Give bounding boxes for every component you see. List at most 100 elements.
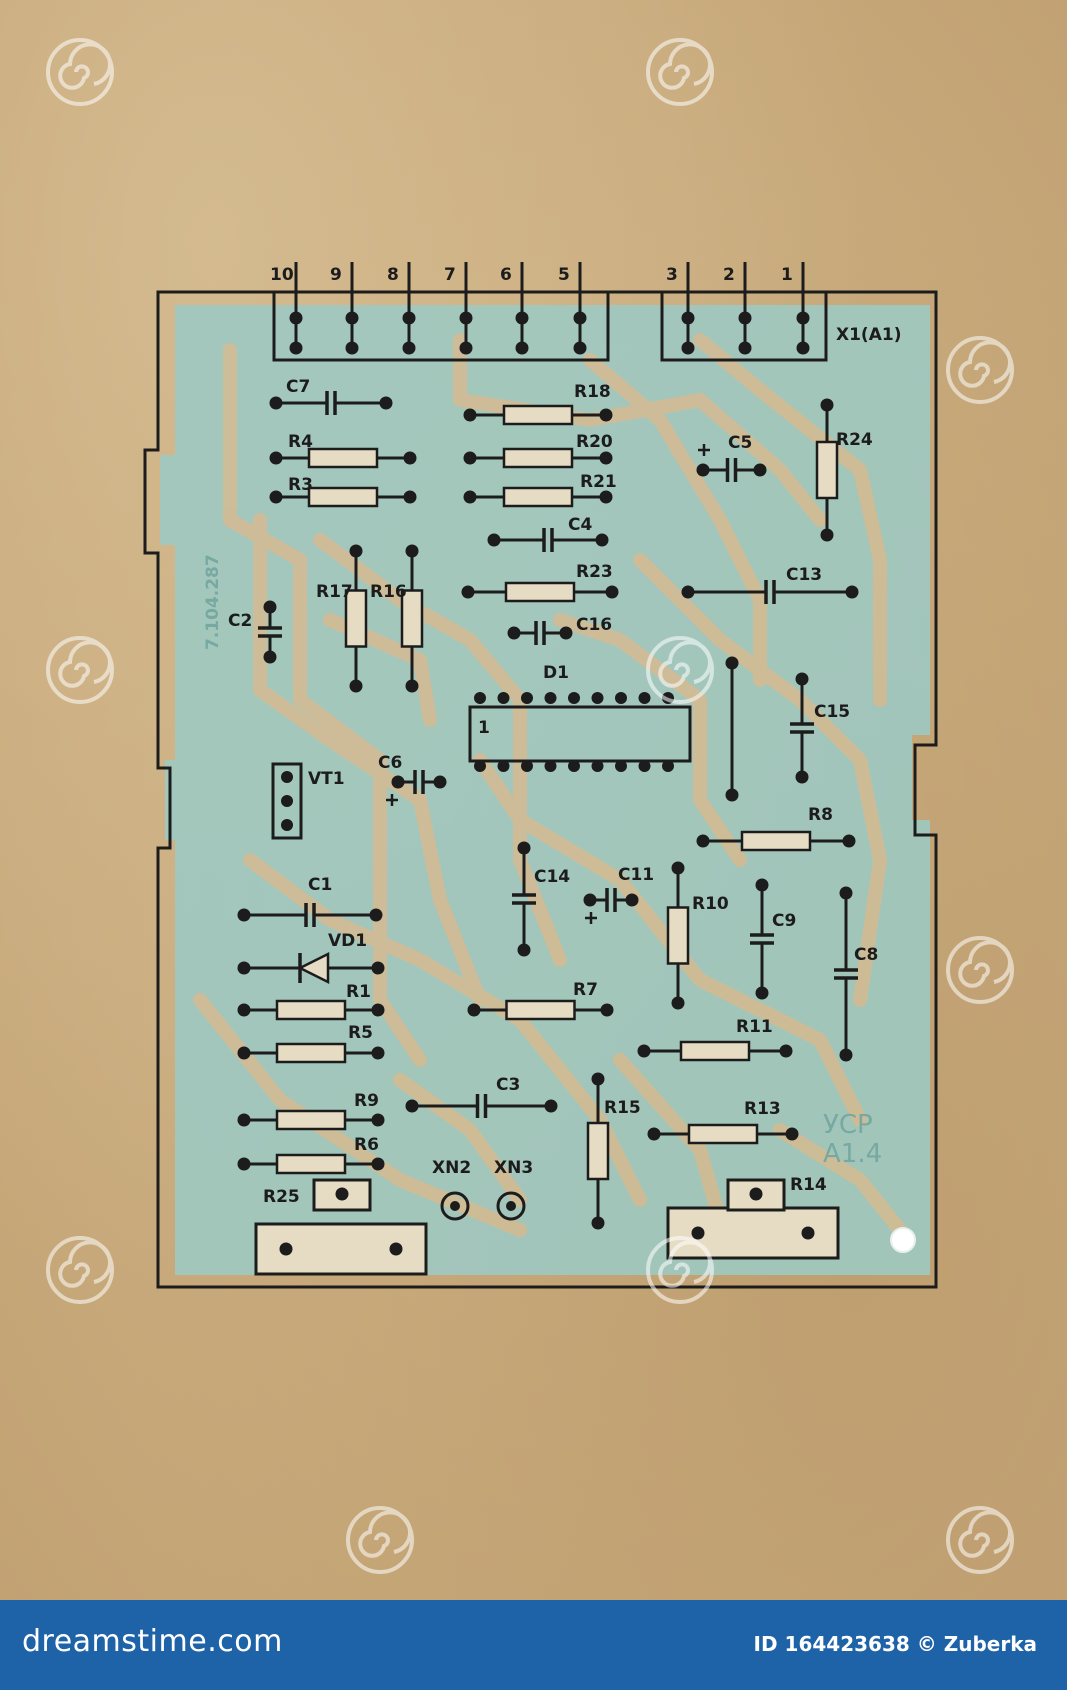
connector-pin-10: 10: [270, 262, 303, 355]
watermark-icon: [46, 38, 114, 106]
label-r6: R6: [354, 1135, 379, 1155]
connector-pin-label: 2: [723, 265, 735, 285]
pad: [638, 760, 651, 772]
pad: [405, 544, 419, 558]
resistor-r15: R15: [586, 1072, 641, 1230]
pad: [605, 585, 619, 599]
pad: [820, 528, 834, 542]
capacitor-c8: C8: [834, 886, 878, 1062]
pad: [795, 770, 809, 784]
capacitor-c1: C1: [237, 875, 383, 927]
connector-label: X1(A1): [836, 325, 901, 345]
pad: [371, 1113, 385, 1127]
connector-pin-label: 10: [270, 265, 294, 285]
resistor-r7: R7: [467, 980, 614, 1021]
capacitor-c6: C6: [378, 753, 447, 794]
pad: [796, 341, 810, 355]
board-mark-line1: УСР: [823, 1110, 873, 1140]
pad: [497, 692, 510, 704]
test-point-xn2: XN2: [432, 1158, 471, 1221]
footer-bar: dreamstime.com ID 164423638 © Zuberka: [0, 1600, 1067, 1690]
pad: [349, 544, 363, 558]
label-r8: R8: [808, 805, 833, 825]
pad: [615, 692, 627, 704]
resistor-body: [815, 440, 839, 500]
resistor-r10: R10: [666, 861, 729, 1010]
pad: [591, 760, 604, 772]
pad: [433, 775, 447, 789]
resistor-r20: R20: [463, 432, 613, 469]
resistor-body: [275, 999, 347, 1021]
label-c1: C1: [308, 875, 332, 895]
pad: [461, 585, 475, 599]
pad: [599, 408, 613, 422]
mounting-hole: [890, 1227, 916, 1253]
label-c4: C4: [568, 515, 592, 535]
pad: [681, 311, 695, 325]
connector-pin-label: 8: [387, 265, 399, 285]
board-code: 7.104.287: [203, 554, 223, 650]
watermark-swirl: [58, 640, 112, 688]
label-r14: R14: [790, 1175, 827, 1195]
footer-brand[interactable]: dreamstime.com: [22, 1624, 283, 1659]
pad: [515, 311, 529, 325]
pad: [281, 795, 293, 807]
test-point-ring: [496, 1191, 526, 1221]
pad: [662, 760, 674, 772]
pad: [796, 311, 810, 325]
pad: [345, 341, 359, 355]
pad: [696, 463, 710, 477]
pad: [681, 341, 695, 355]
pad: [785, 1127, 799, 1141]
pad: [345, 311, 359, 325]
pad: [568, 760, 580, 772]
connector-pin-6: 6: [500, 262, 529, 355]
diode-body: [297, 951, 330, 985]
resistor-body: [502, 447, 574, 469]
watermark-ring: [646, 636, 714, 704]
capacitor-c5: C5: [696, 433, 767, 482]
resistor-r24: R24: [815, 398, 873, 542]
pcb-board-outline: [143, 290, 938, 1289]
watermark-swirl: [958, 940, 1012, 988]
pad: [289, 311, 303, 325]
label-r21: R21: [580, 472, 617, 492]
watermark-swirl: [58, 1240, 112, 1288]
label-r23: R23: [576, 562, 613, 582]
pad: [671, 861, 685, 875]
pad: [289, 341, 303, 355]
capacitor-c13: C13: [681, 565, 859, 604]
pad: [820, 398, 834, 412]
resistor-body: [679, 1040, 751, 1062]
connector-block-main: [272, 290, 610, 362]
watermark-ring: [646, 1236, 714, 1304]
connector-pin-label: 6: [500, 265, 512, 285]
test-point-center: [506, 1201, 516, 1211]
watermark-ring: [646, 38, 714, 106]
pad: [237, 1003, 251, 1017]
pad: [263, 600, 277, 614]
resistor-body: [400, 589, 424, 648]
label-r4: R4: [288, 432, 313, 452]
pad: [738, 311, 752, 325]
capacitor-c4: C4: [487, 515, 609, 552]
resistor-r16: R16: [370, 544, 424, 693]
label-r7: R7: [573, 980, 598, 1000]
pad: [544, 692, 557, 704]
pad: [517, 841, 531, 855]
watermark-icon: [346, 1506, 414, 1574]
pad: [497, 760, 510, 772]
label-c2: C2: [228, 611, 252, 631]
pad: [839, 1048, 853, 1062]
watermark-ring: [946, 936, 1014, 1004]
resistor-body: [586, 1121, 610, 1181]
label-c15: C15: [814, 702, 850, 722]
pad: [402, 311, 416, 325]
pad: [595, 533, 609, 547]
label-vd1: VD1: [328, 931, 367, 951]
pad: [379, 396, 393, 410]
label-r9: R9: [354, 1091, 379, 1111]
pad: [474, 760, 486, 772]
watermark-ring: [346, 1506, 414, 1574]
